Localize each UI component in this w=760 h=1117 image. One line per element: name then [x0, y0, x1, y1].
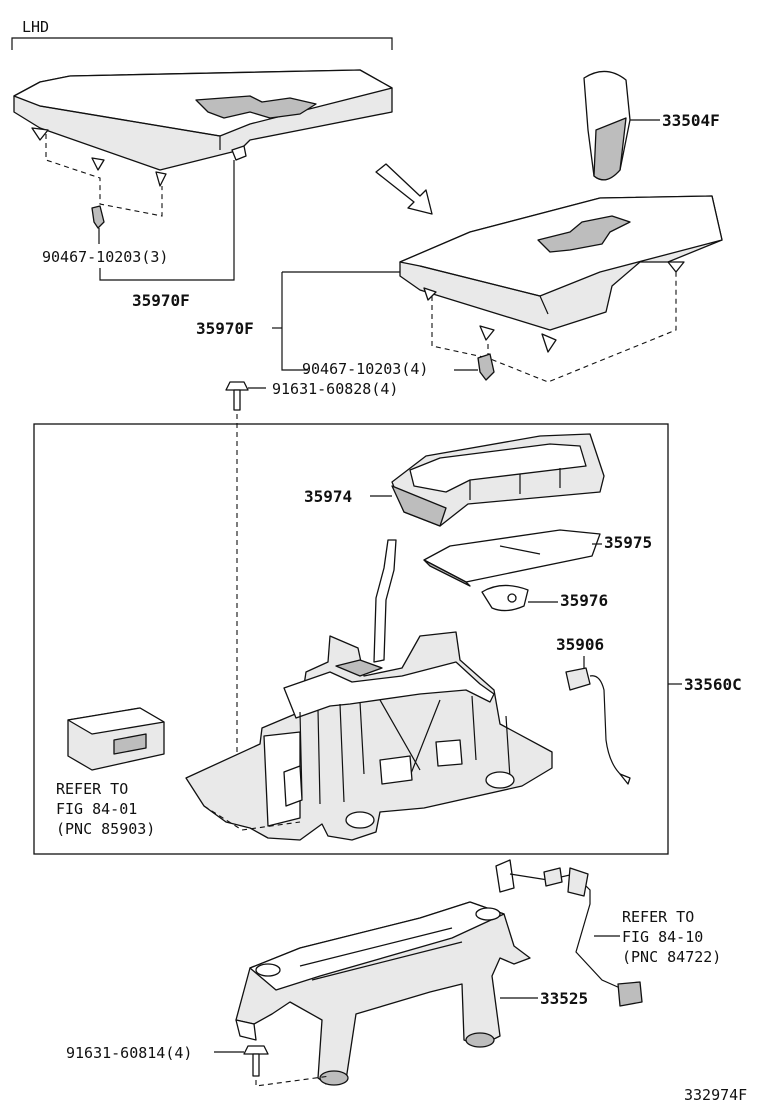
clip-lhd-label: 90467-10203(3) — [42, 248, 168, 266]
bolt-bottom-guide — [255, 1075, 331, 1087]
leader-35970f-lhd — [99, 160, 235, 281]
harness-ref-line2: FIG 84-10 — [622, 928, 703, 946]
console-panel-lhd-label: 35970F — [132, 291, 190, 310]
bolt-top-label: 91631-60828(4) — [272, 380, 398, 398]
bolt-icon-bottom — [214, 1045, 269, 1077]
module-ref-line1: REFER TO — [56, 780, 128, 798]
console-panel-alt-label: 35970F — [196, 319, 254, 338]
lhd-bracket: LHD — [11, 18, 393, 50]
direction-arrow-icon — [375, 163, 433, 215]
shift-lever — [373, 539, 397, 663]
slide-plate — [481, 584, 529, 612]
assembly-frame — [33, 423, 669, 855]
bolt-icon-top — [225, 381, 266, 411]
figure-code: 332974F — [684, 1086, 747, 1104]
harness-ref-line1: REFER TO — [622, 908, 694, 926]
shift-knob-label: 33504F — [662, 111, 720, 130]
slide-plate-label: 35976 — [560, 591, 608, 610]
shift-knob — [583, 70, 660, 181]
clip-alt-label: 90467-10203(4) — [302, 360, 428, 378]
lever-bracket — [235, 901, 531, 1086]
module-ref: REFER TO FIG 84-01 (PNC 85903) — [56, 780, 155, 838]
base-guide — [203, 805, 301, 831]
leader-35970f-alt — [281, 271, 400, 371]
indicator-housing — [391, 433, 605, 527]
console-panel-lhd — [13, 69, 393, 217]
shift-base — [185, 631, 553, 841]
bulb-label: 35906 — [556, 635, 604, 654]
lhd-label: LHD — [22, 18, 49, 36]
position-plate-label: 35975 — [604, 533, 652, 552]
clip-icon-lhd — [91, 205, 105, 244]
module-ref-line2: FIG 84-01 — [56, 800, 137, 818]
position-plate — [423, 529, 601, 587]
shift-lever-assy-label: 33560C — [684, 675, 742, 694]
lever-bracket-label: 33525 — [540, 989, 588, 1008]
indicator-housing-label: 35974 — [304, 487, 352, 506]
bulb-socket — [565, 667, 631, 785]
module-ref-line3: (PNC 85903) — [56, 820, 155, 838]
module-box — [67, 707, 165, 771]
console-panel-alt — [399, 195, 723, 383]
harness-ref-line3: (PNC 84722) — [622, 948, 721, 966]
clip-icon-alt — [477, 353, 495, 381]
wire-harness — [495, 859, 643, 1007]
harness-ref: REFER TO FIG 84-10 (PNC 84722) — [622, 908, 721, 966]
bolt-bottom-label: 91631-60814(4) — [66, 1044, 192, 1062]
